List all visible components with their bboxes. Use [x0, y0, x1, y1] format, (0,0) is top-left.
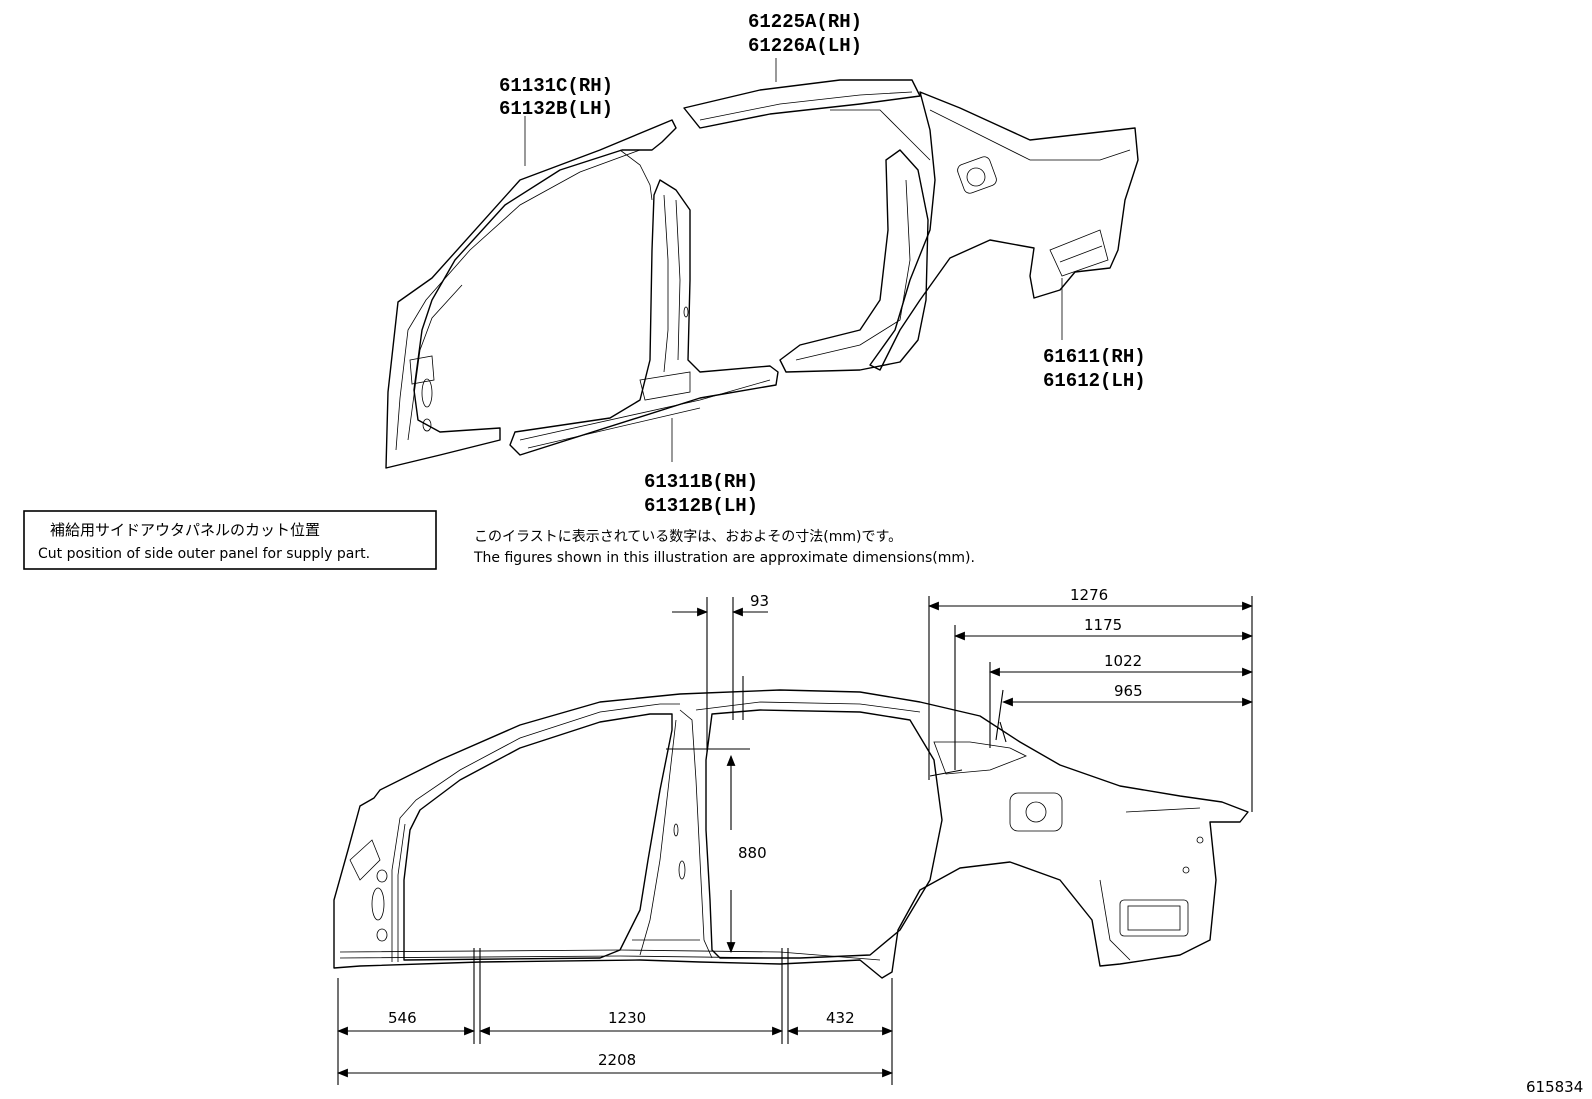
dim-1175: 1175 — [1084, 616, 1122, 634]
dim-546: 546 — [388, 1009, 417, 1027]
exploded-view — [385, 79, 1139, 469]
part-label-rocker-lh: 61312B(LH) — [644, 495, 758, 517]
dim-965: 965 — [1114, 682, 1143, 700]
dimension-lines — [336, 596, 1254, 1085]
dim-1276: 1276 — [1070, 586, 1108, 604]
note-en: The figures shown in this illustration a… — [473, 550, 975, 566]
dim-1022: 1022 — [1104, 652, 1142, 670]
dim-2208: 2208 — [598, 1051, 636, 1069]
notice-box-en: Cut position of side outer panel for sup… — [38, 546, 370, 562]
notice-box-jp: 補給用サイドアウタパネルのカット位置 — [50, 521, 320, 539]
dim-880: 880 — [738, 844, 767, 862]
part-label-roof-rh: 61225A(RH) — [748, 11, 862, 33]
dim-432: 432 — [826, 1009, 855, 1027]
part-label-quarter-lh: 61612(LH) — [1043, 370, 1146, 392]
notice-box: 補給用サイドアウタパネルのカット位置 Cut position of side … — [23, 510, 437, 570]
dim-1230: 1230 — [608, 1009, 646, 1027]
part-label-quarter-rh: 61611(RH) — [1043, 346, 1146, 368]
note-jp: このイラストに表示されている数字は、おおよその寸法(mm)です。 — [474, 529, 902, 545]
part-label-pillar-lh: 61132B(LH) — [499, 98, 613, 120]
diagram-code: 615834 — [1526, 1078, 1583, 1096]
side-view — [333, 689, 1249, 979]
part-label-roof-lh: 61226A(LH) — [748, 35, 862, 57]
dim-93: 93 — [750, 592, 769, 610]
part-label-rocker-rh: 61311B(RH) — [644, 471, 758, 493]
part-label-pillar-rh: 61131C(RH) — [499, 75, 613, 97]
